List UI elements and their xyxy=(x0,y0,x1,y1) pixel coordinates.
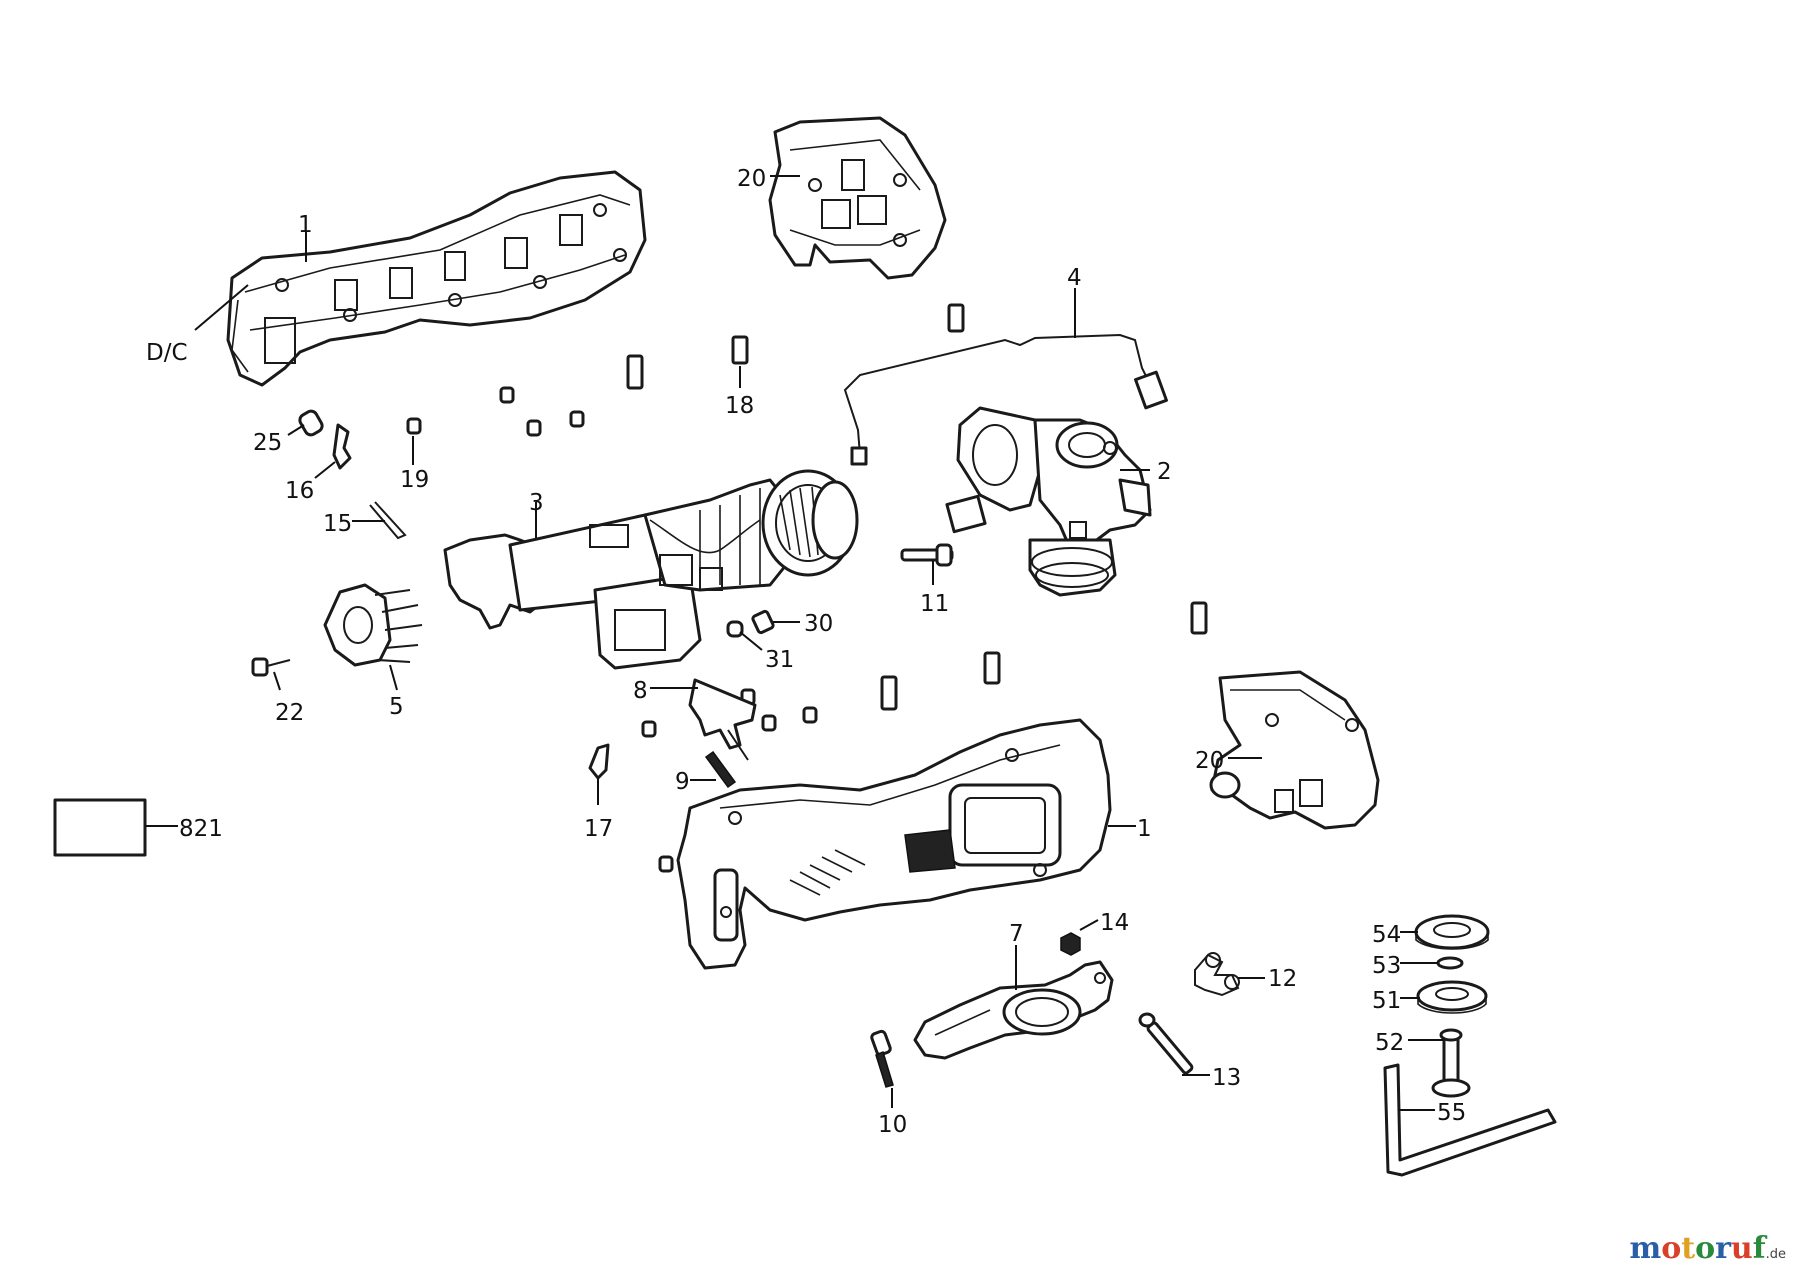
label-9: 9 xyxy=(675,769,690,795)
label-7: 7 xyxy=(1009,921,1024,947)
part-14[interactable] xyxy=(1060,932,1081,956)
label-10: 10 xyxy=(878,1112,907,1138)
watermark-letter: t xyxy=(1681,1231,1696,1266)
part-8[interactable] xyxy=(688,678,757,761)
part-13[interactable] xyxy=(1138,1012,1194,1075)
label-3: 3 xyxy=(529,490,544,516)
part-16[interactable] xyxy=(332,423,352,470)
part-5[interactable] xyxy=(323,583,423,667)
motor-assembly-3[interactable] xyxy=(443,469,859,670)
label-20-top: 20 xyxy=(737,166,766,192)
label-14: 14 xyxy=(1100,910,1129,936)
label-53: 53 xyxy=(1372,953,1401,979)
label-17: 17 xyxy=(584,816,613,842)
label-19: 19 xyxy=(400,467,429,493)
part-25[interactable] xyxy=(298,409,325,437)
cover-bottom[interactable] xyxy=(1209,670,1380,830)
label-55: 55 xyxy=(1437,1100,1466,1126)
part-31[interactable] xyxy=(726,620,744,638)
part-22[interactable] xyxy=(251,657,291,677)
watermark-letter: f xyxy=(1752,1231,1766,1266)
label-13: 13 xyxy=(1212,1065,1241,1091)
cover-top[interactable] xyxy=(768,116,947,280)
housing-half-top[interactable] xyxy=(226,170,647,387)
label-821: 821 xyxy=(179,816,223,842)
kit-821[interactable] xyxy=(53,798,147,857)
blocks-18[interactable] xyxy=(626,303,1208,711)
part-11[interactable] xyxy=(900,543,954,567)
label-1-bottom: 1 xyxy=(1137,816,1152,842)
label-54: 54 xyxy=(1372,922,1401,948)
part-55[interactable] xyxy=(1383,1063,1557,1177)
label-25: 25 xyxy=(253,430,282,456)
watermark-letter: o xyxy=(1661,1231,1682,1266)
housing-half-bottom[interactable] xyxy=(676,718,1112,970)
label-16: 16 xyxy=(285,478,314,504)
wire-4[interactable] xyxy=(843,333,1168,466)
motoruf-watermark: motoruf.de xyxy=(1629,1231,1786,1266)
part-53[interactable] xyxy=(1436,956,1464,970)
label-5: 5 xyxy=(389,694,404,720)
label-2: 2 xyxy=(1157,459,1172,485)
label-52: 52 xyxy=(1375,1030,1404,1056)
part-30[interactable] xyxy=(751,609,775,635)
part-12[interactable] xyxy=(1194,952,1240,997)
pins[interactable] xyxy=(406,386,818,873)
part-54[interactable] xyxy=(1414,914,1490,950)
part-9[interactable] xyxy=(704,750,737,789)
label-20-bottom: 20 xyxy=(1195,748,1224,774)
watermark-tld: .de xyxy=(1765,1247,1786,1262)
label-4: 4 xyxy=(1067,265,1082,291)
label-12: 12 xyxy=(1268,966,1297,992)
label-22: 22 xyxy=(275,700,304,726)
label-8: 8 xyxy=(633,678,648,704)
label-18: 18 xyxy=(725,393,754,419)
watermark-letter: u xyxy=(1730,1231,1753,1266)
part-52[interactable] xyxy=(1431,1028,1471,1098)
watermark-letter: r xyxy=(1715,1231,1731,1266)
label-31: 31 xyxy=(765,647,794,673)
gear-head-2[interactable] xyxy=(945,406,1152,597)
watermark-letter: m xyxy=(1629,1231,1662,1266)
label-51: 51 xyxy=(1372,988,1401,1014)
watermark-letter: o xyxy=(1695,1231,1716,1266)
label-dc: D/C xyxy=(146,340,188,366)
part-7[interactable] xyxy=(913,960,1114,1060)
part-10[interactable] xyxy=(870,1029,894,1088)
label-30: 30 xyxy=(804,611,833,637)
part-51[interactable] xyxy=(1416,980,1488,1014)
part-17[interactable] xyxy=(588,743,610,780)
label-11: 11 xyxy=(920,591,949,617)
label-15: 15 xyxy=(323,511,352,537)
label-1-top: 1 xyxy=(298,212,313,238)
